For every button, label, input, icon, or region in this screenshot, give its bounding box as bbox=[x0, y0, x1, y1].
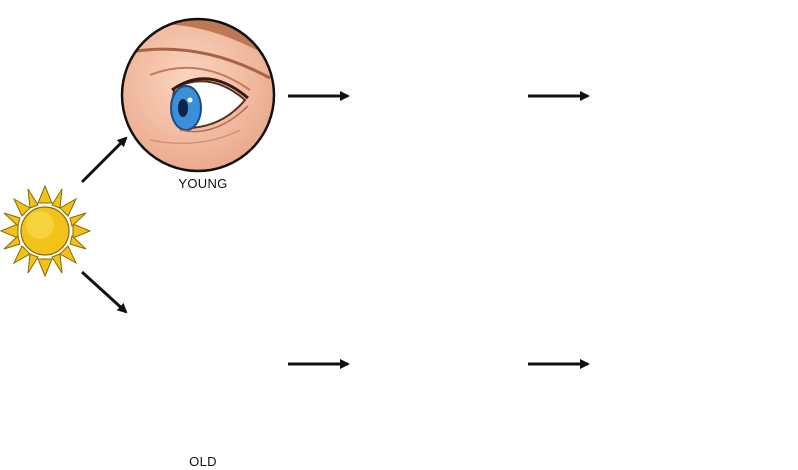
arrow-sun-to-old bbox=[82, 272, 126, 312]
young-eye-icon bbox=[120, 19, 275, 171]
young-label: YOUNG bbox=[143, 176, 263, 191]
arrow-sun-to-young bbox=[82, 138, 126, 182]
sun-icon bbox=[1, 186, 90, 276]
old-label: OLD bbox=[143, 454, 263, 469]
